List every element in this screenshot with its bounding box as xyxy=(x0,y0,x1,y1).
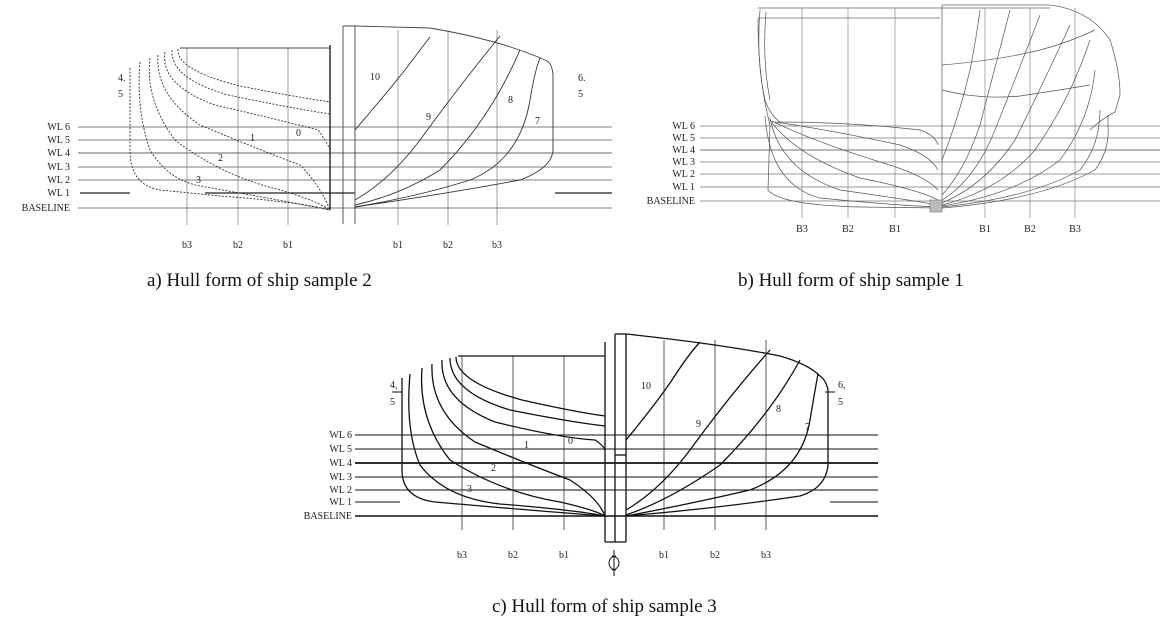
station-label: 9 xyxy=(426,112,431,123)
side-label-right: 5 xyxy=(578,89,583,100)
station-label: 8 xyxy=(508,95,513,106)
caption-b: b) Hull form of ship sample 1 xyxy=(738,270,964,291)
side-label-right: 6. xyxy=(578,73,586,84)
wl-label: WL 6 xyxy=(47,122,70,133)
wl-label: WL 3 xyxy=(329,472,352,483)
station-label: 3 xyxy=(196,175,201,186)
wl-label: WL 2 xyxy=(329,485,352,496)
buttock-label: B1 xyxy=(889,224,901,235)
buttock-label: b3 xyxy=(457,550,467,561)
side-label-left: 4, xyxy=(390,380,398,391)
wl-label: WL 6 xyxy=(672,121,695,132)
body-plan-svg-b: WL 6 WL 5 WL 4 WL 3 WL 2 WL 1 BASELINE B… xyxy=(647,4,1160,235)
hull-drawing-sample-2: WL 6 WL 5 WL 4 WL 3 WL 2 WL 1 BASELINE 0… xyxy=(0,0,620,300)
side-label-right: 5 xyxy=(838,397,843,408)
side-label-left: 4. xyxy=(118,73,126,84)
station-label: 8 xyxy=(776,404,781,415)
body-plan-svg-c: WL 6 WL 5 WL 4 WL 3 WL 2 WL 1 BASELINE 0… xyxy=(304,333,878,576)
station-label: 0 xyxy=(296,128,301,139)
wl-label: WL 5 xyxy=(329,444,352,455)
baseline-label: BASELINE xyxy=(304,511,352,522)
buttock-label: B2 xyxy=(1024,224,1036,235)
caption-c: c) Hull form of ship sample 3 xyxy=(492,596,717,617)
wl-label: WL 3 xyxy=(47,162,70,173)
baseline-label: BASELINE xyxy=(647,196,695,207)
wl-label: WL 4 xyxy=(47,148,70,159)
wl-label: WL 2 xyxy=(672,169,695,180)
buttock-label: B3 xyxy=(796,224,808,235)
wl-label: WL 5 xyxy=(672,133,695,144)
wl-label: WL 1 xyxy=(47,188,70,199)
station-label: 7 xyxy=(535,116,540,127)
station-label: 0 xyxy=(568,436,573,447)
buttock-label: B1 xyxy=(979,224,991,235)
centerline-icon xyxy=(608,550,620,576)
station-label: 9 xyxy=(696,419,701,430)
buttock-label: b1 xyxy=(559,550,569,561)
buttock-label: b1 xyxy=(659,550,669,561)
buttock-label: b3 xyxy=(182,240,192,251)
hull-drawing-sample-3: WL 6 WL 5 WL 4 WL 3 WL 2 WL 1 BASELINE 0… xyxy=(260,320,920,620)
wl-label: WL 2 xyxy=(47,175,70,186)
buttock-label: b3 xyxy=(761,550,771,561)
station-label: 7 xyxy=(805,422,810,433)
buttock-label: b2 xyxy=(508,550,518,561)
buttock-label: b1 xyxy=(283,240,293,251)
hull-drawing-sample-1: WL 6 WL 5 WL 4 WL 3 WL 2 WL 1 BASELINE B… xyxy=(620,0,1166,300)
wl-label: WL 1 xyxy=(672,182,695,193)
caption-a: a) Hull form of ship sample 2 xyxy=(147,270,372,291)
side-label-left: 5 xyxy=(390,397,395,408)
buttock-label: B3 xyxy=(1069,224,1081,235)
buttock-label: b2 xyxy=(443,240,453,251)
buttock-label: b2 xyxy=(710,550,720,561)
baseline-label: BASELINE xyxy=(22,203,70,214)
station-label: 10 xyxy=(641,381,651,392)
wl-label: WL 6 xyxy=(329,430,352,441)
buttock-label: b2 xyxy=(233,240,243,251)
wl-label: WL 4 xyxy=(329,458,352,469)
station-label: 2 xyxy=(218,153,223,164)
station-label: 3 xyxy=(467,484,472,495)
station-label: 10 xyxy=(370,72,380,83)
wl-label: WL 3 xyxy=(672,157,695,168)
body-plan-svg-a: WL 6 WL 5 WL 4 WL 3 WL 2 WL 1 BASELINE 0… xyxy=(22,25,612,251)
wl-label: WL 5 xyxy=(47,135,70,146)
buttock-label: b1 xyxy=(393,240,403,251)
wl-label: WL 4 xyxy=(672,145,695,156)
buttock-label: B2 xyxy=(842,224,854,235)
station-label: 1 xyxy=(524,440,529,451)
wl-label: WL 1 xyxy=(329,497,352,508)
side-label-left: 5 xyxy=(118,89,123,100)
buttock-label: b3 xyxy=(492,240,502,251)
station-label: 2 xyxy=(491,463,496,474)
side-label-right: 6, xyxy=(838,380,846,391)
station-label: 1 xyxy=(250,133,255,144)
